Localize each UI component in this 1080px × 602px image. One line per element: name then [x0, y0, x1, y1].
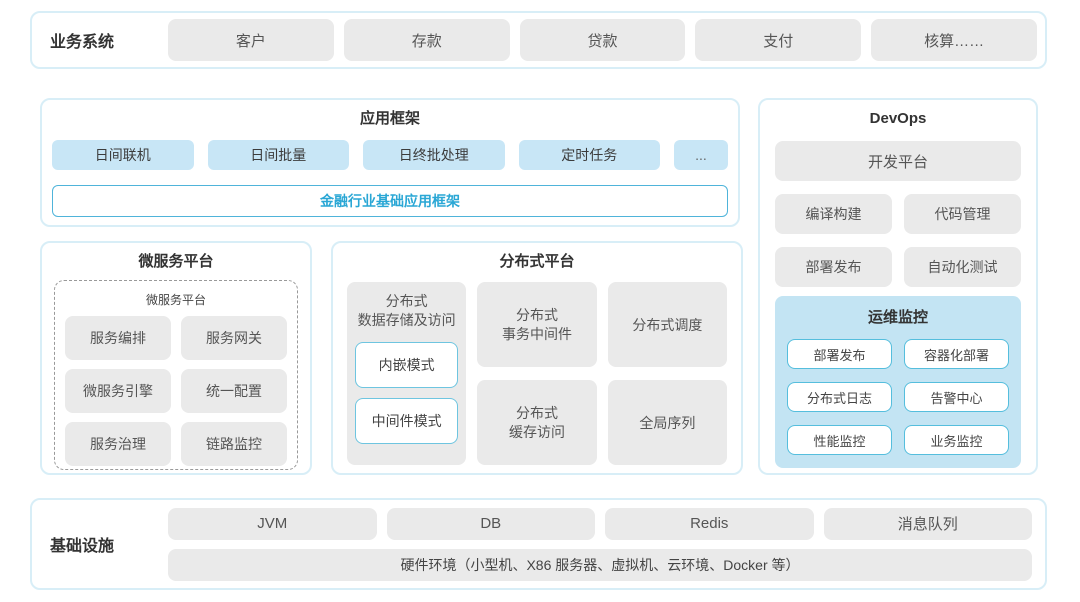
business-item-deposit: 存款	[343, 19, 510, 61]
app-framework-title: 应用框架	[359, 110, 420, 127]
infrastructure-body: JVM DB Redis 消息队列 硬件环境（小型机、X86 服务器、虚拟机、云…	[168, 507, 1032, 581]
distributed-storage-label: 分布式 数据存储及访问	[357, 293, 456, 328]
distributed-transaction-box: 分布式 事务中间件	[477, 282, 597, 367]
infra-message-queue-box: 消息队列	[823, 507, 1032, 540]
microservice-inner-box: 微服务平台 服务编排 服务网关 微服务引擎 统一配置 服务治理 链路监控	[54, 280, 298, 470]
business-item-customer: 客户	[168, 19, 334, 61]
mon-distributed-log: 分布式日志	[787, 382, 892, 412]
infrastructure-label: 基础设施	[50, 538, 115, 555]
ms-link-monitoring: 链路监控	[181, 422, 287, 466]
ms-microservice-engine: 微服务引擎	[65, 369, 171, 413]
chip-more: ...	[674, 140, 728, 170]
automated-testing-box: 自动化测试	[904, 247, 1021, 287]
chip-scheduled-task: 定时任务	[518, 140, 660, 170]
microservice-panel: 微服务平台 微服务平台 服务编排 服务网关 微服务引擎 统一配置 服务治理 链路…	[40, 241, 312, 475]
business-systems-boxes: 客户 存款 贷款 支付 核算……	[168, 19, 1037, 61]
global-sequence-box: 全局序列	[607, 380, 727, 465]
infra-jvm-box: JVM	[168, 507, 377, 540]
devops-body: 开发平台 编译构建 代码管理 部署发布 自动化测试 运维监控 部署发布 容器化部…	[760, 141, 1036, 468]
app-framework-panel: 应用框架 日间联机 日间批量 日终批处理 定时任务 ... 金融行业基础应用框架	[40, 98, 740, 227]
distributed-scheduling-box: 分布式调度	[607, 282, 727, 367]
ops-monitoring-grid: 部署发布 容器化部署 分布式日志 告警中心 性能监控 业务监控	[787, 339, 1009, 455]
ms-unified-config: 统一配置	[181, 369, 287, 413]
devops-title: DevOps	[869, 110, 927, 127]
chip-daytime-batch: 日间批量	[207, 140, 349, 170]
ops-monitoring-container: 运维监控 部署发布 容器化部署 分布式日志 告警中心 性能监控 业务监控	[775, 296, 1021, 468]
app-framework-chips: 日间联机 日间批量 日终批处理 定时任务 ...	[52, 140, 728, 170]
chip-daytime-online: 日间联机	[52, 140, 194, 170]
ms-service-governance: 服务治理	[65, 422, 171, 466]
ops-monitoring-title: 运维监控	[867, 309, 928, 326]
mon-performance: 性能监控	[787, 425, 892, 455]
deploy-release-box: 部署发布	[775, 247, 892, 287]
business-systems-bar: 业务系统 客户 存款 贷款 支付 核算……	[30, 11, 1047, 69]
middleware-mode-box: 中间件模式	[355, 397, 459, 444]
chip-eod-batch: 日终批处理	[363, 140, 505, 170]
infrastructure-bar: 基础设施 JVM DB Redis 消息队列 硬件环境（小型机、X86 服务器、…	[30, 498, 1047, 590]
infra-redis-box: Redis	[605, 507, 814, 540]
business-item-accounting: 核算……	[871, 19, 1037, 61]
microservice-title: 微服务平台	[138, 253, 214, 270]
distributed-panel: 分布式平台 分布式 数据存储及访问 内嵌模式 中间件模式 分布式 事务中间件 分…	[331, 241, 743, 475]
infra-db-box: DB	[386, 507, 595, 540]
distributed-title: 分布式平台	[499, 253, 575, 270]
distributed-grid: 分布式 数据存储及访问 内嵌模式 中间件模式 分布式 事务中间件 分布式调度 分…	[347, 282, 727, 465]
mon-alert-center: 告警中心	[904, 382, 1009, 412]
hardware-environment-box: 硬件环境（小型机、X86 服务器、虚拟机、云环境、Docker 等）	[168, 548, 1032, 581]
mon-business: 业务监控	[904, 425, 1009, 455]
base-framework-box: 金融行业基础应用框架	[52, 185, 728, 217]
infrastructure-row: JVM DB Redis 消息队列	[168, 507, 1032, 540]
distributed-storage-box: 分布式 数据存储及访问 内嵌模式 中间件模式	[347, 282, 467, 465]
distributed-cache-box: 分布式 缓存访问	[477, 380, 597, 465]
microservice-grid: 服务编排 服务网关 微服务引擎 统一配置 服务治理 链路监控	[65, 316, 287, 466]
devops-grid: 编译构建 代码管理 部署发布 自动化测试	[775, 194, 1021, 287]
code-management-box: 代码管理	[904, 194, 1021, 234]
embedded-mode-box: 内嵌模式	[355, 341, 459, 388]
dev-platform-box: 开发平台	[775, 141, 1021, 181]
mon-deploy-release: 部署发布	[787, 339, 892, 369]
business-systems-label: 业务系统	[50, 34, 115, 51]
devops-panel: DevOps 开发平台 编译构建 代码管理 部署发布 自动化测试 运维监控 部署…	[758, 98, 1038, 475]
business-item-loan: 贷款	[519, 19, 686, 61]
microservice-inner-title: 微服务平台	[145, 293, 206, 307]
ms-service-gateway: 服务网关	[181, 316, 287, 360]
mon-container-deploy: 容器化部署	[904, 339, 1009, 369]
business-item-payment: 支付	[695, 19, 862, 61]
ms-service-orchestration: 服务编排	[65, 316, 171, 360]
compile-build-box: 编译构建	[775, 194, 892, 234]
